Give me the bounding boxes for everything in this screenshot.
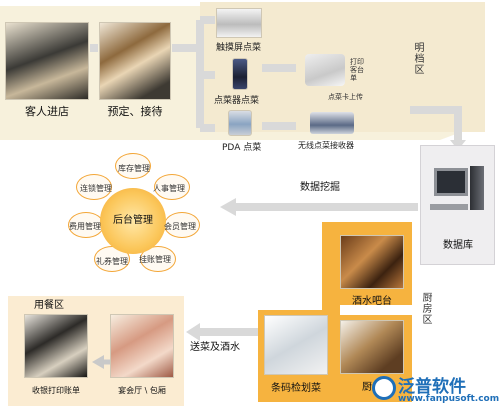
wireless-label: 无线点菜接收器: [298, 141, 354, 150]
touchscreen-label: 触摸屏点菜: [216, 43, 262, 53]
reservation-photo: [99, 22, 171, 100]
brand-url: www.fanpusoft.com: [398, 394, 500, 404]
bar-photo: [340, 235, 404, 289]
brand-logo-icon: [372, 376, 396, 400]
petal-chain: [76, 174, 112, 200]
data-mining-label: 数据挖掘: [300, 182, 340, 193]
serve-label: 送菜及酒水: [190, 342, 240, 353]
backoffice-center: [100, 188, 166, 254]
printer-photo: [305, 54, 345, 86]
bar-label: 酒水吧台: [352, 296, 392, 307]
guest-arrival-photo: [5, 22, 89, 100]
handheld-label: 点菜器点菜: [214, 96, 260, 106]
pda-photo: [228, 110, 252, 136]
petal-label-inventory: 库存管理: [118, 164, 150, 173]
kitchen-zone-label: 厨房区: [420, 292, 431, 325]
cashier-photo: [24, 314, 88, 378]
pda-label: PDA 点菜: [222, 143, 262, 153]
backoffice-center-label: 后台管理: [113, 215, 153, 226]
handheld-photo: [232, 58, 248, 90]
petal-personnel: [154, 174, 190, 200]
petal-inventory: [115, 153, 151, 179]
barcode-label: 条码检划菜: [271, 383, 321, 394]
database-monitor-icon: [434, 168, 468, 196]
kitchen-photo: [340, 320, 404, 374]
backoffice-flower: [60, 150, 210, 280]
database-label: 数据库: [443, 240, 473, 251]
petal-expense: [68, 212, 104, 238]
arrow-head-dining: [92, 355, 104, 369]
arrow-head-serve: [186, 323, 200, 341]
front-zone-label: 明档区: [412, 42, 423, 75]
brand-name: 泛普软件: [398, 377, 466, 397]
barcode-photo: [264, 315, 328, 375]
petal-label-chain: 连锁管理: [80, 184, 112, 193]
petal-label-credit: 挂账管理: [139, 255, 171, 264]
petal-label-expense: 费用管理: [69, 222, 101, 231]
banquet-hall-label: 宴会厅 \ 包厢: [118, 386, 166, 395]
arrow-head-mining: [220, 198, 236, 216]
database-keyboard-icon: [430, 204, 468, 210]
upload-label: 点菜卡上传: [328, 93, 363, 101]
petal-label-member: 会员管理: [164, 222, 196, 231]
wireless-receiver-photo: [310, 112, 354, 134]
reservation-label: 预定、接待: [107, 105, 163, 118]
cashier-label: 收银打印账单: [32, 386, 80, 395]
printer-label: 打印客台单: [350, 58, 364, 82]
petal-label-voucher: 礼券管理: [96, 257, 128, 266]
dining-zone-label: 用餐区: [34, 300, 64, 311]
database-tower-icon: [470, 166, 484, 210]
petal-label-personnel: 人事管理: [153, 184, 185, 193]
banquet-hall-photo: [110, 314, 174, 378]
guest-arrival-label: 客人进店: [25, 105, 69, 118]
touchscreen-photo: [216, 8, 262, 38]
